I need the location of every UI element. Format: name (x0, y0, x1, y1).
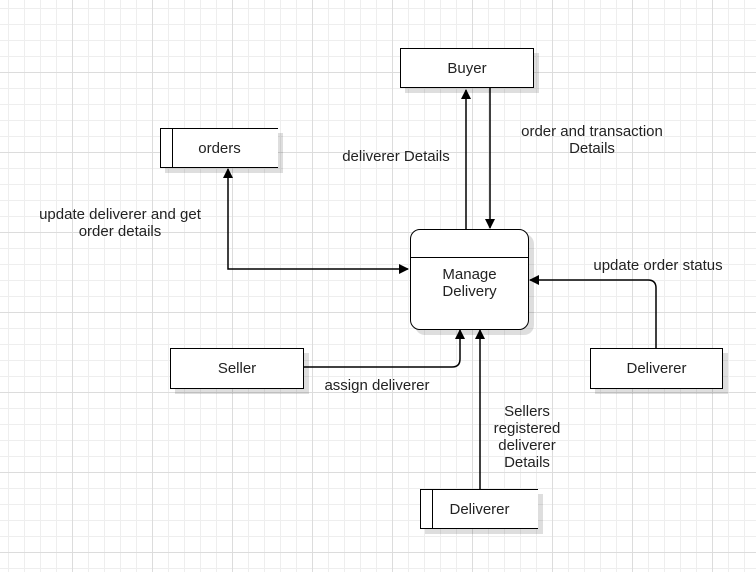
flow-assign-deliverer-arrow (303, 329, 465, 368)
orders-label: orders (198, 139, 241, 157)
deliverer-entity-label: Deliverer (626, 360, 687, 377)
flow-label-assign-deliverer: assign deliverer (324, 377, 430, 394)
deliverer-data-store[interactable]: Deliverer (420, 489, 538, 529)
flow-label-deliverer-details: deliverer Details (342, 148, 450, 165)
orders-data-store[interactable]: orders (160, 128, 278, 168)
buyer-label: Buyer (447, 59, 487, 77)
process-divider (411, 257, 528, 258)
buyer-entity[interactable]: Buyer (400, 48, 534, 88)
flow-label-order-transaction: order and transaction Details (521, 123, 663, 157)
seller-entity[interactable]: Seller (170, 348, 304, 389)
flow-update-deliverer-arrow-to-orders (223, 168, 236, 270)
flow-label-update-order-status: update order status (593, 257, 723, 274)
deliverer-entity[interactable]: Deliverer (590, 348, 723, 389)
flow-label-update-deliverer: update deliverer and get order details (39, 206, 201, 240)
manage-delivery-process[interactable]: Manage Delivery (410, 229, 529, 330)
deliverer-store-label: Deliverer (449, 500, 510, 518)
seller-label: Seller (217, 360, 257, 377)
manage-delivery-label: Manage Delivery (442, 266, 497, 300)
flow-update-order-status-arrow (529, 275, 657, 349)
flow-label-sellers-registered: Sellers registered deliverer Details (493, 403, 561, 471)
